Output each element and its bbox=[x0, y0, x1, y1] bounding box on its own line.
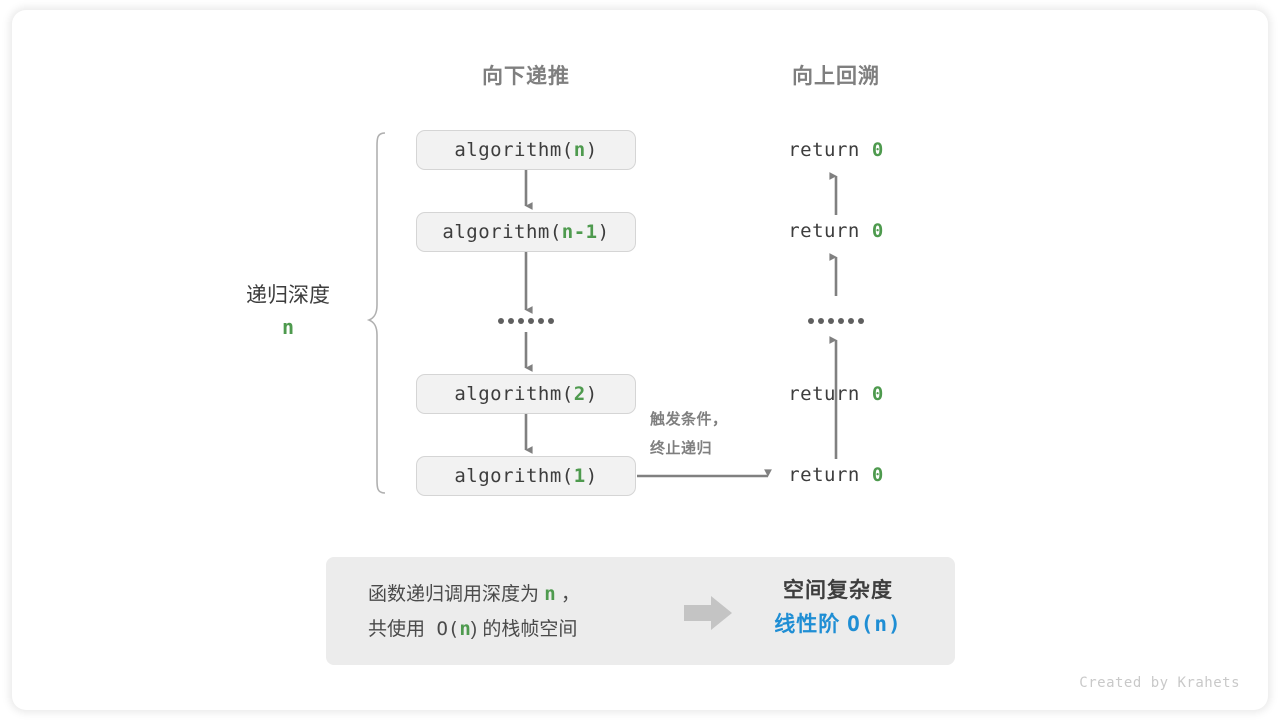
recursion-depth-value: n bbox=[281, 315, 295, 339]
right-arrow-icon bbox=[684, 596, 732, 630]
complexity-value: 线性阶 O(n) bbox=[718, 607, 958, 642]
return-value: 0 bbox=[871, 139, 884, 161]
call-box-suffix: ) bbox=[597, 221, 610, 243]
trigger-note-line1: 触发条件， bbox=[650, 411, 728, 428]
call-box-arg: 1 bbox=[573, 465, 586, 487]
call-box-suffix: ) bbox=[585, 465, 598, 487]
summary-line2-var: n bbox=[459, 618, 471, 640]
call-box-arg: n bbox=[573, 139, 586, 161]
footer-credit: Created by Krahets bbox=[1079, 675, 1240, 691]
summary-line2-text-b: ) 的栈帧空间 bbox=[470, 619, 578, 640]
call-box-prefix: algorithm( bbox=[454, 465, 574, 487]
summary-line-1: 函数递归调用深度为 n ， bbox=[368, 577, 580, 612]
return-keyword: return bbox=[788, 220, 860, 242]
summary-line2-text-a: 共使用 O( bbox=[368, 618, 460, 640]
summary-result: 空间复杂度 线性阶 O(n) bbox=[718, 574, 958, 642]
call-box-suffix: ) bbox=[585, 383, 598, 405]
complexity-order-label: 线性阶 bbox=[774, 613, 841, 636]
recursion-depth-text: 递归深度 bbox=[246, 284, 330, 307]
summary-line1-var: n bbox=[544, 583, 556, 605]
column-header-descend: 向下递推 bbox=[482, 65, 570, 88]
return-statement: return 0 bbox=[788, 220, 884, 242]
call-box[interactable]: algorithm(n-1) bbox=[416, 212, 636, 252]
complexity-big-o: O(n) bbox=[847, 612, 902, 636]
return-column-ellipsis bbox=[808, 318, 864, 324]
call-box-suffix: ) bbox=[585, 139, 598, 161]
summary-line1-text-b: ， bbox=[555, 584, 581, 605]
call-box[interactable]: algorithm(1) bbox=[416, 456, 636, 496]
trigger-condition-note: 触发条件， 终止递归 bbox=[650, 405, 728, 463]
return-keyword: return bbox=[788, 383, 860, 405]
return-keyword: return bbox=[788, 139, 860, 161]
summary-description: 函数递归调用深度为 n ， 共使用 O(n) 的栈帧空间 bbox=[368, 577, 580, 647]
summary-line-2: 共使用 O(n) 的栈帧空间 bbox=[368, 612, 580, 647]
return-statement: return 0 bbox=[788, 464, 884, 486]
return-statement: return 0 bbox=[788, 383, 884, 405]
summary-panel: 函数递归调用深度为 n ， 共使用 O(n) 的栈帧空间 bbox=[326, 557, 955, 665]
call-box[interactable]: algorithm(n) bbox=[416, 130, 636, 170]
recursion-depth-label: 递归深度 n bbox=[246, 281, 330, 343]
call-box-prefix: algorithm( bbox=[442, 221, 562, 243]
call-column-ellipsis bbox=[498, 318, 554, 324]
call-box-arg: n-1 bbox=[561, 221, 598, 243]
call-box-prefix: algorithm( bbox=[454, 383, 574, 405]
column-header-ascend: 向上回溯 bbox=[792, 65, 880, 88]
return-value: 0 bbox=[871, 464, 884, 486]
call-box-arg: 2 bbox=[573, 383, 586, 405]
call-box[interactable]: algorithm(2) bbox=[416, 374, 636, 414]
return-value: 0 bbox=[871, 383, 884, 405]
trigger-note-line2: 终止递归 bbox=[650, 440, 713, 457]
return-keyword: return bbox=[788, 464, 860, 486]
return-value: 0 bbox=[871, 220, 884, 242]
summary-line1-text-a: 函数递归调用深度为 bbox=[368, 584, 545, 605]
call-box-prefix: algorithm( bbox=[454, 139, 574, 161]
complexity-title: 空间复杂度 bbox=[783, 579, 893, 602]
return-statement: return 0 bbox=[788, 139, 884, 161]
